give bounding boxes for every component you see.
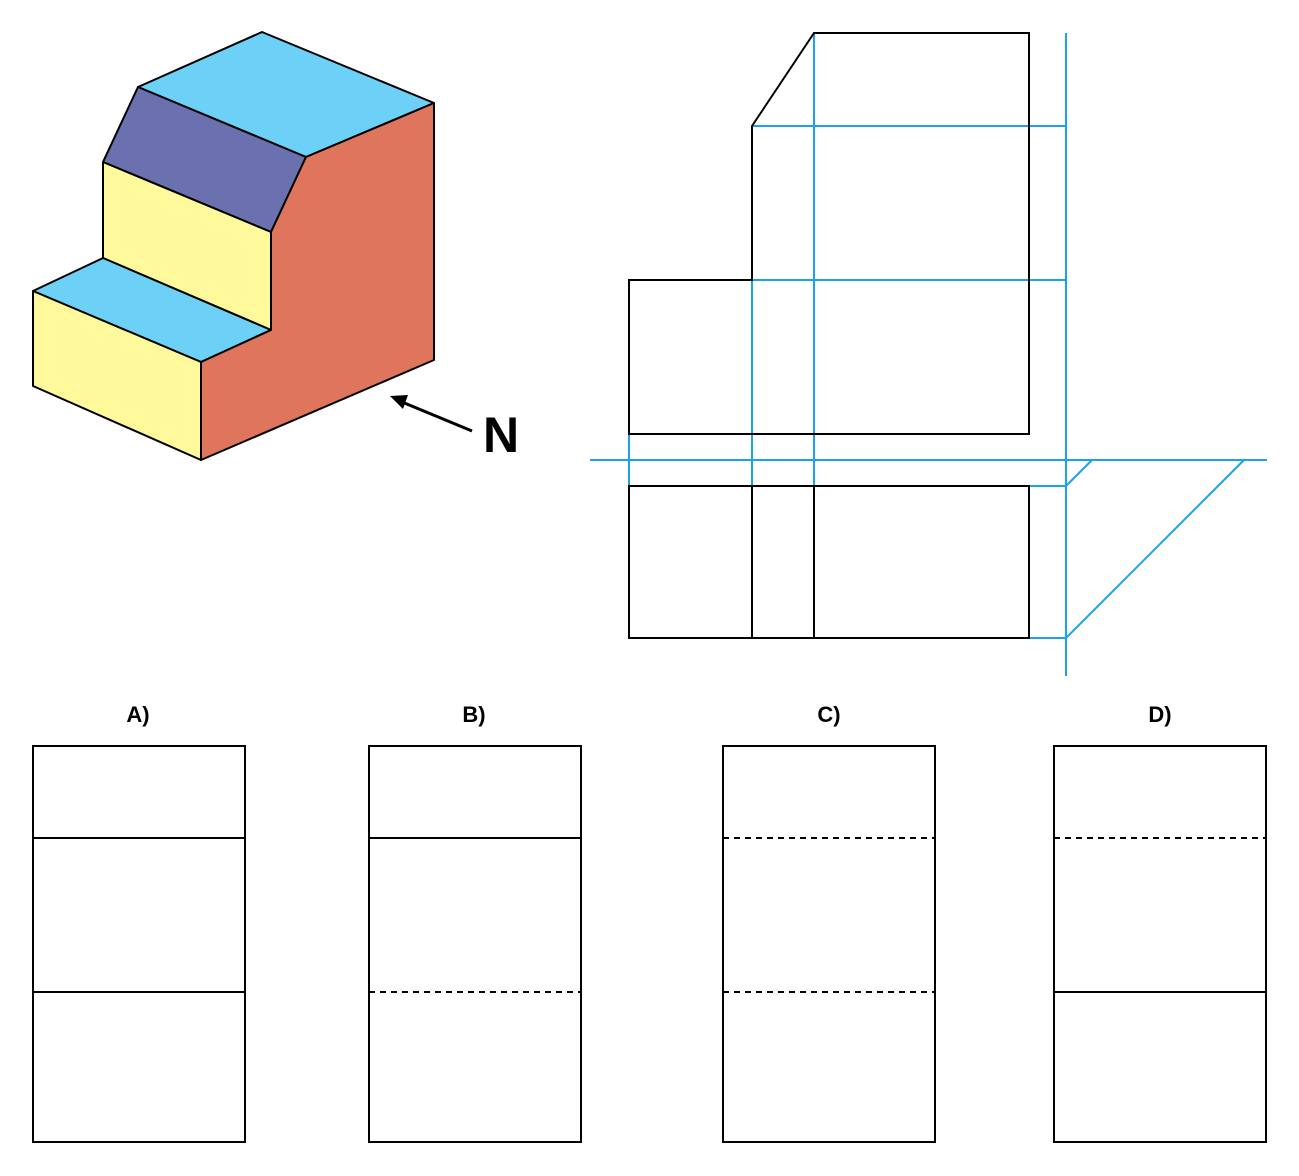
isometric-object [32, 31, 435, 461]
projection-lines [590, 33, 1267, 676]
option-label: C) [817, 702, 840, 727]
option-box [722, 745, 936, 1143]
option-box [32, 745, 246, 1143]
option-a[interactable]: A) [32, 702, 246, 1143]
view-direction-arrow [390, 395, 473, 433]
top-view [628, 485, 1030, 639]
option-label: A) [126, 702, 149, 727]
option-b[interactable]: B) [368, 702, 582, 1143]
direction-label: N [483, 407, 519, 463]
answer-options: A) B) C) D) [32, 702, 1267, 1143]
right-side-face [200, 102, 435, 461]
option-d[interactable]: D) [1053, 702, 1267, 1143]
option-box [1053, 745, 1267, 1143]
option-c[interactable]: C) [722, 702, 936, 1143]
option-label: B) [462, 702, 485, 727]
front-view [628, 32, 1030, 435]
option-box [368, 745, 582, 1143]
option-label: D) [1148, 702, 1171, 727]
